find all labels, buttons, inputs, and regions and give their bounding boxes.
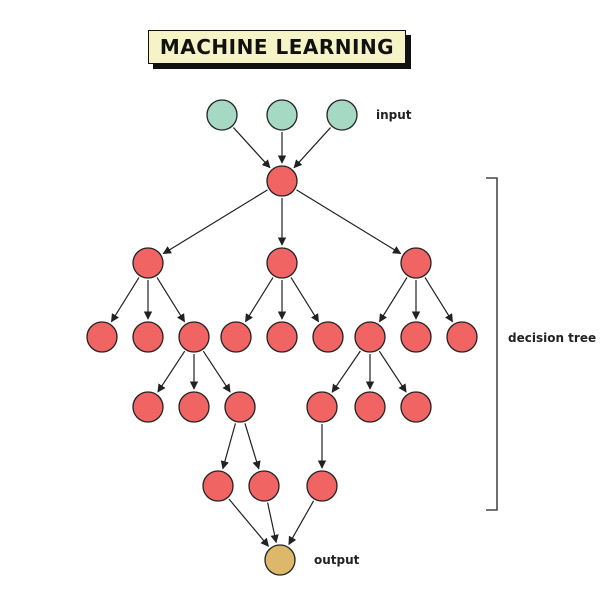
tree-node-f3 (306, 470, 338, 502)
output-node-out (264, 544, 296, 576)
tree-node-b2 (266, 321, 298, 353)
edge-c1-e1 (331, 350, 361, 393)
edge-f2-out (267, 502, 279, 544)
tree-node-root (266, 165, 298, 197)
tree-node-e1 (306, 391, 338, 423)
edge-c-c3 (424, 277, 454, 323)
edge-a3-d3 (202, 350, 231, 393)
output-label: output (314, 553, 360, 567)
tree-node-c1 (354, 321, 386, 353)
edge-c1-e3 (378, 350, 407, 393)
tree-node-b3 (312, 321, 344, 353)
edge-in1-root (232, 127, 271, 169)
edge-b-b3 (290, 277, 320, 323)
edge-in3-root (293, 127, 332, 169)
edge-a-a3 (156, 277, 186, 323)
input-node-in1 (206, 99, 238, 131)
edge-d3-f2 (244, 423, 261, 470)
tree-node-a3 (178, 321, 210, 353)
input-node-in3 (326, 99, 358, 131)
tree-node-f1 (202, 470, 234, 502)
edge-root-c (296, 189, 402, 255)
tree-node-c3 (446, 321, 478, 353)
tree-node-c2 (400, 321, 432, 353)
edge-a3-d1 (157, 350, 186, 393)
edge-f3-out (288, 500, 315, 546)
tree-node-a1 (86, 321, 118, 353)
edge-b-b1 (244, 277, 274, 323)
nodes-group (86, 99, 478, 576)
edge-f1-out (228, 498, 269, 547)
tree-node-a (132, 247, 164, 279)
input-label: input (376, 108, 412, 122)
decision-tree-label: decision tree (508, 331, 597, 345)
edge-a-a1 (110, 277, 140, 323)
edge-c-c1 (378, 277, 408, 323)
edge-d3-f1 (220, 423, 237, 470)
edge-root-a (162, 189, 268, 255)
tree-node-d3 (224, 391, 256, 423)
tree-node-e3 (400, 391, 432, 423)
tree-node-c (400, 247, 432, 279)
edges-group (110, 127, 454, 547)
title-box: MACHINE LEARNING (148, 30, 406, 64)
tree-node-a2 (132, 321, 164, 353)
title-banner: MACHINE LEARNING (148, 30, 414, 72)
tree-node-e2 (354, 391, 386, 423)
tree-node-d1 (132, 391, 164, 423)
tree-node-f2 (248, 470, 280, 502)
page-title: MACHINE LEARNING (159, 35, 395, 59)
input-node-in2 (266, 99, 298, 131)
tree-node-b1 (220, 321, 252, 353)
decision-tree-bracket (486, 177, 498, 511)
tree-node-d2 (178, 391, 210, 423)
tree-node-b (266, 247, 298, 279)
